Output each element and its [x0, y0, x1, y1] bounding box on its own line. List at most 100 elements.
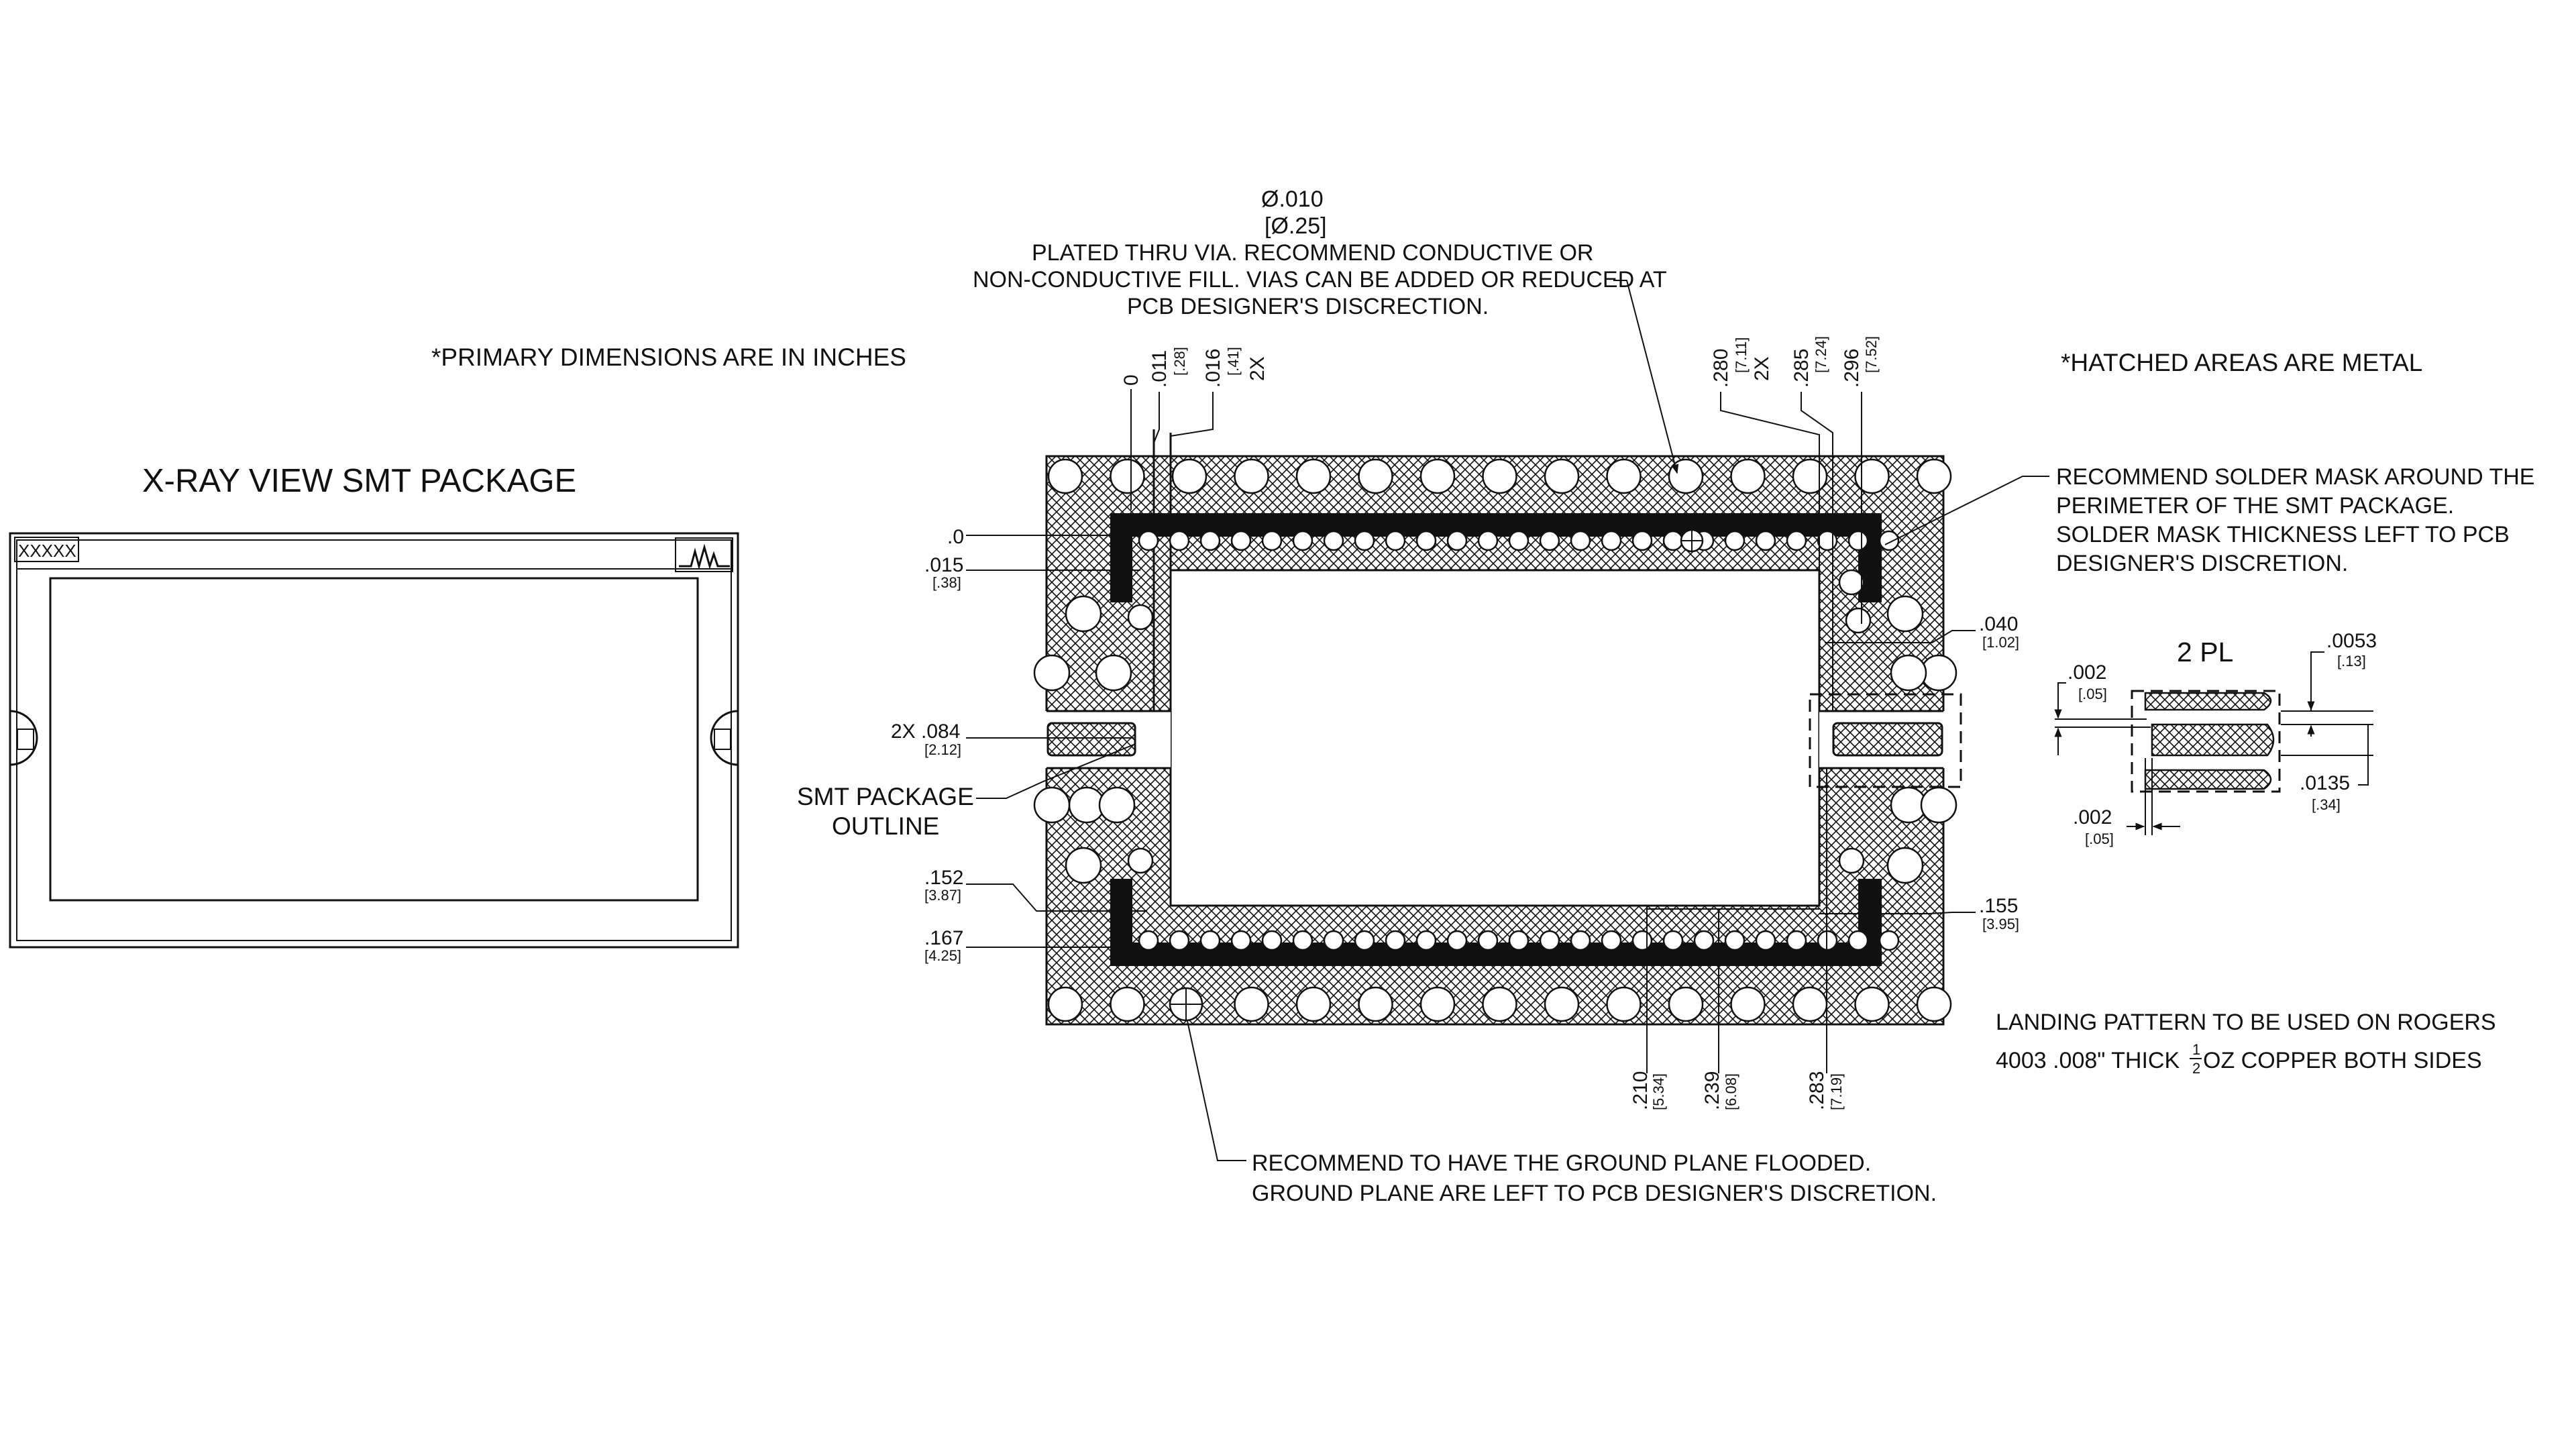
via-small — [1138, 530, 1159, 551]
via-small — [1477, 530, 1499, 551]
via-small — [1354, 930, 1375, 951]
right-signal-pad — [1832, 722, 1943, 757]
via — [1730, 986, 1766, 1022]
via — [1916, 986, 1952, 1022]
dim-top-296: .296 — [1841, 349, 1863, 388]
via-small — [1323, 930, 1344, 951]
via-small — [1169, 930, 1190, 951]
via — [1854, 986, 1890, 1022]
side-vias — [1033, 569, 1957, 884]
dim-top-285-mm: [7.24] — [1813, 336, 1829, 373]
via-callout: Ø.010 [Ø.25] PLATED THRU VIA. RECOMMEND … — [973, 186, 1679, 474]
via — [1098, 786, 1136, 824]
dim-right-155-mm: [3.95] — [1982, 916, 2019, 932]
via — [1171, 458, 1208, 494]
via — [1095, 654, 1132, 692]
via — [1419, 986, 1456, 1022]
detail-dim-002b-mm: [.05] — [2085, 830, 2114, 847]
dim-left-167-mm: [4.25] — [924, 947, 961, 964]
via — [1890, 654, 1927, 692]
via-small — [1292, 930, 1313, 951]
via-small — [1446, 930, 1468, 951]
via-small — [1878, 530, 1900, 551]
via-small — [1539, 930, 1560, 951]
via — [1482, 458, 1517, 494]
via — [1033, 654, 1071, 692]
solder-mask-callout: RECOMMEND SOLDER MASK AROUND THE PERIMET… — [1884, 464, 2534, 576]
via — [1606, 458, 1642, 494]
landing-half-numerator: 1 — [2192, 1041, 2200, 1058]
detail-dim-0053: .0053 — [2326, 630, 2377, 652]
package-inner-outline — [16, 539, 732, 941]
detail-dim-0135-mm: [.34] — [2312, 796, 2341, 813]
dim-bot-210-mm: [5.34] — [1650, 1073, 1667, 1110]
detail-dim-0135: .0135 — [2300, 772, 2350, 794]
manufacturer-logo-icon — [675, 537, 733, 572]
dim-top-285: .285 — [1790, 349, 1813, 388]
via-small — [1878, 930, 1900, 951]
via-small — [1631, 930, 1653, 951]
dim-top-016-mm: [.41] — [1225, 347, 1242, 376]
left-signal-pad — [1046, 722, 1136, 757]
via — [1916, 458, 1952, 494]
dim-top-011: .011 — [1148, 350, 1171, 388]
via-small — [1631, 530, 1653, 551]
dim-right-155: .155 — [1979, 895, 2018, 917]
dim-bot-283-mm: [7.19] — [1828, 1073, 1845, 1110]
dim-top-011-mm: [.28] — [1171, 347, 1188, 376]
dim-bot-239-mm: [6.08] — [1723, 1073, 1739, 1110]
detail-dim-002b: .002 — [2073, 806, 2112, 828]
via-small — [1199, 530, 1221, 551]
via — [1886, 847, 1924, 884]
rf-detail-boundary — [1809, 693, 1962, 788]
smt-outline-label-line1: SMT PACKAGE — [797, 783, 974, 810]
via — [1544, 986, 1580, 1022]
dim-left-0: .0 — [947, 526, 964, 548]
detail-dim-0053-mm: [.13] — [2337, 653, 2366, 669]
via-small — [1477, 930, 1499, 951]
via-small — [1508, 930, 1529, 951]
detail-dim-002a: .002 — [2068, 661, 2106, 684]
via — [1127, 847, 1154, 874]
xray-view: X-RAY VIEW SMT PACKAGE XXXXX — [9, 463, 739, 949]
via-small — [1817, 530, 1838, 551]
inner-via-row — [1138, 530, 1900, 951]
dim-left-015-mm: [.38] — [932, 574, 961, 591]
via-small — [1755, 530, 1776, 551]
via — [1854, 458, 1890, 494]
via — [1838, 847, 1865, 874]
via-small — [1261, 530, 1283, 551]
left-dimensions: .0 .015 [.38] 2X .084 [2.12] .152 [3.87]… — [797, 526, 1147, 964]
landing-half-denominator: 2 — [2192, 1060, 2200, 1077]
via-small — [1169, 530, 1190, 551]
dim-top-016: .016 — [1202, 349, 1224, 388]
via-diameter-mm: [Ø.25] — [1265, 213, 1327, 239]
dim-left-015: .015 — [924, 554, 963, 576]
via-note-line3: PCB DESIGNER'S DISCRECTION. — [1127, 294, 1489, 319]
via — [1792, 458, 1828, 494]
via-small — [1261, 930, 1283, 951]
dim-top-280-qty: 2X — [1751, 356, 1773, 381]
landing-note-line2a: 4003 .008" THICK — [1996, 1048, 2180, 1073]
via — [1047, 458, 1083, 494]
via — [1886, 595, 1924, 633]
via — [1482, 986, 1517, 1022]
right-notch — [710, 710, 739, 766]
via-small — [1539, 530, 1560, 551]
via — [1668, 986, 1704, 1022]
package-outer-outline — [9, 532, 739, 949]
smt-outline-label-line2: OUTLINE — [832, 812, 939, 840]
via-small — [1199, 930, 1221, 951]
package-mark-box — [14, 537, 79, 562]
dim-top-016-qty: 2X — [1246, 356, 1269, 381]
via-small — [1230, 930, 1252, 951]
xray-view-title: X-RAY VIEW SMT PACKAGE — [142, 463, 576, 499]
dim-right-040-mm: [1.02] — [1982, 634, 2019, 651]
via — [1358, 458, 1393, 494]
detail-dim-002a-mm: [.05] — [2078, 686, 2107, 702]
dim-right-040: .040 — [1979, 613, 2018, 635]
via — [1234, 986, 1269, 1022]
via — [1295, 986, 1332, 1022]
via-small — [1601, 530, 1622, 551]
